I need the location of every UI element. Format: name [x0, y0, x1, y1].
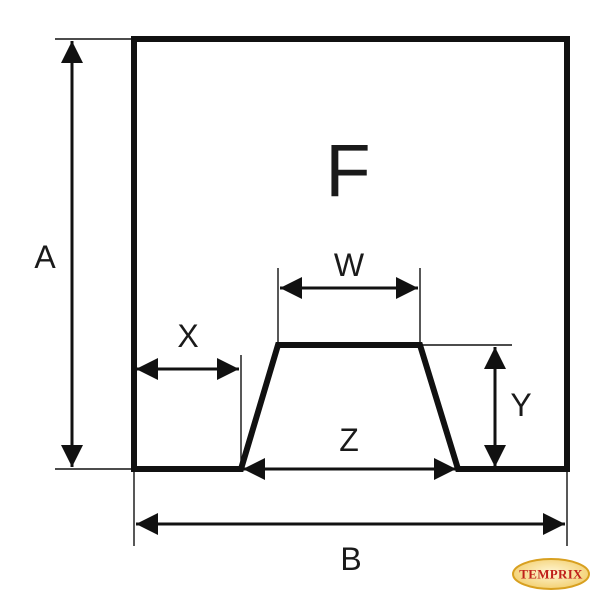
dimension-y-label: Y [510, 387, 531, 423]
dimension-a-label: A [34, 239, 56, 275]
svg-text:TEMPRIX: TEMPRIX [519, 567, 583, 582]
extension-lines [55, 38, 568, 546]
dimension-x-label: X [177, 318, 198, 354]
dimension-z-label: Z [339, 422, 359, 458]
temprix-logo: TEMPRIX [512, 558, 590, 590]
dimension-w-label: W [334, 247, 365, 283]
panel-label: F [325, 129, 370, 212]
dimension-b-label: B [340, 541, 361, 577]
